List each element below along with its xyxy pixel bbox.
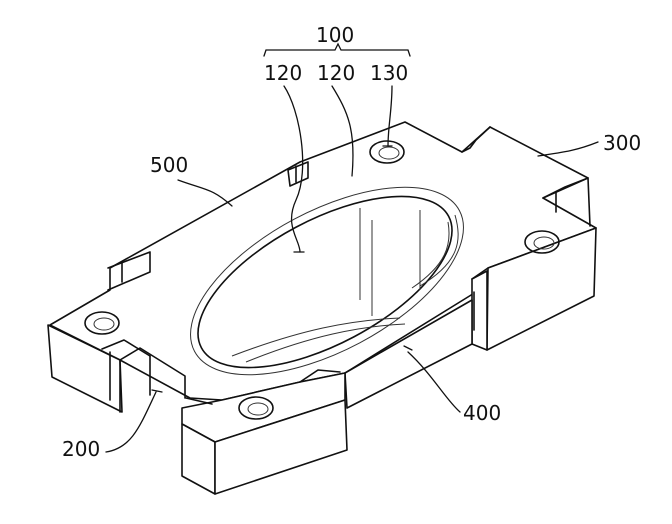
label-300: 300 [603, 131, 641, 155]
label-200: 200 [62, 437, 100, 461]
plate-side-face [344, 299, 473, 409]
label-130: 130 [370, 61, 408, 85]
label-100: 100 [316, 23, 354, 47]
leader-500 [177, 179, 233, 207]
leader-200 [105, 391, 157, 453]
oval-rim [190, 186, 464, 376]
hole-left [84, 311, 120, 335]
leader-120-b [331, 85, 354, 177]
leader-400 [407, 351, 461, 413]
leader-300 [537, 141, 599, 157]
leader-130 [387, 85, 393, 147]
hole-front [238, 396, 274, 420]
group-bracket [263, 42, 411, 57]
label-400: 400 [463, 401, 501, 425]
front-block-side [214, 399, 348, 495]
hole-right [524, 230, 560, 254]
label-120-a: 120 [264, 61, 302, 85]
hole-back [369, 140, 405, 164]
left-end-block-front [47, 324, 123, 413]
label-500: 500 [150, 153, 188, 177]
oval-recess [197, 195, 453, 369]
label-120-b: 120 [317, 61, 355, 85]
leader-120-a [283, 85, 304, 253]
